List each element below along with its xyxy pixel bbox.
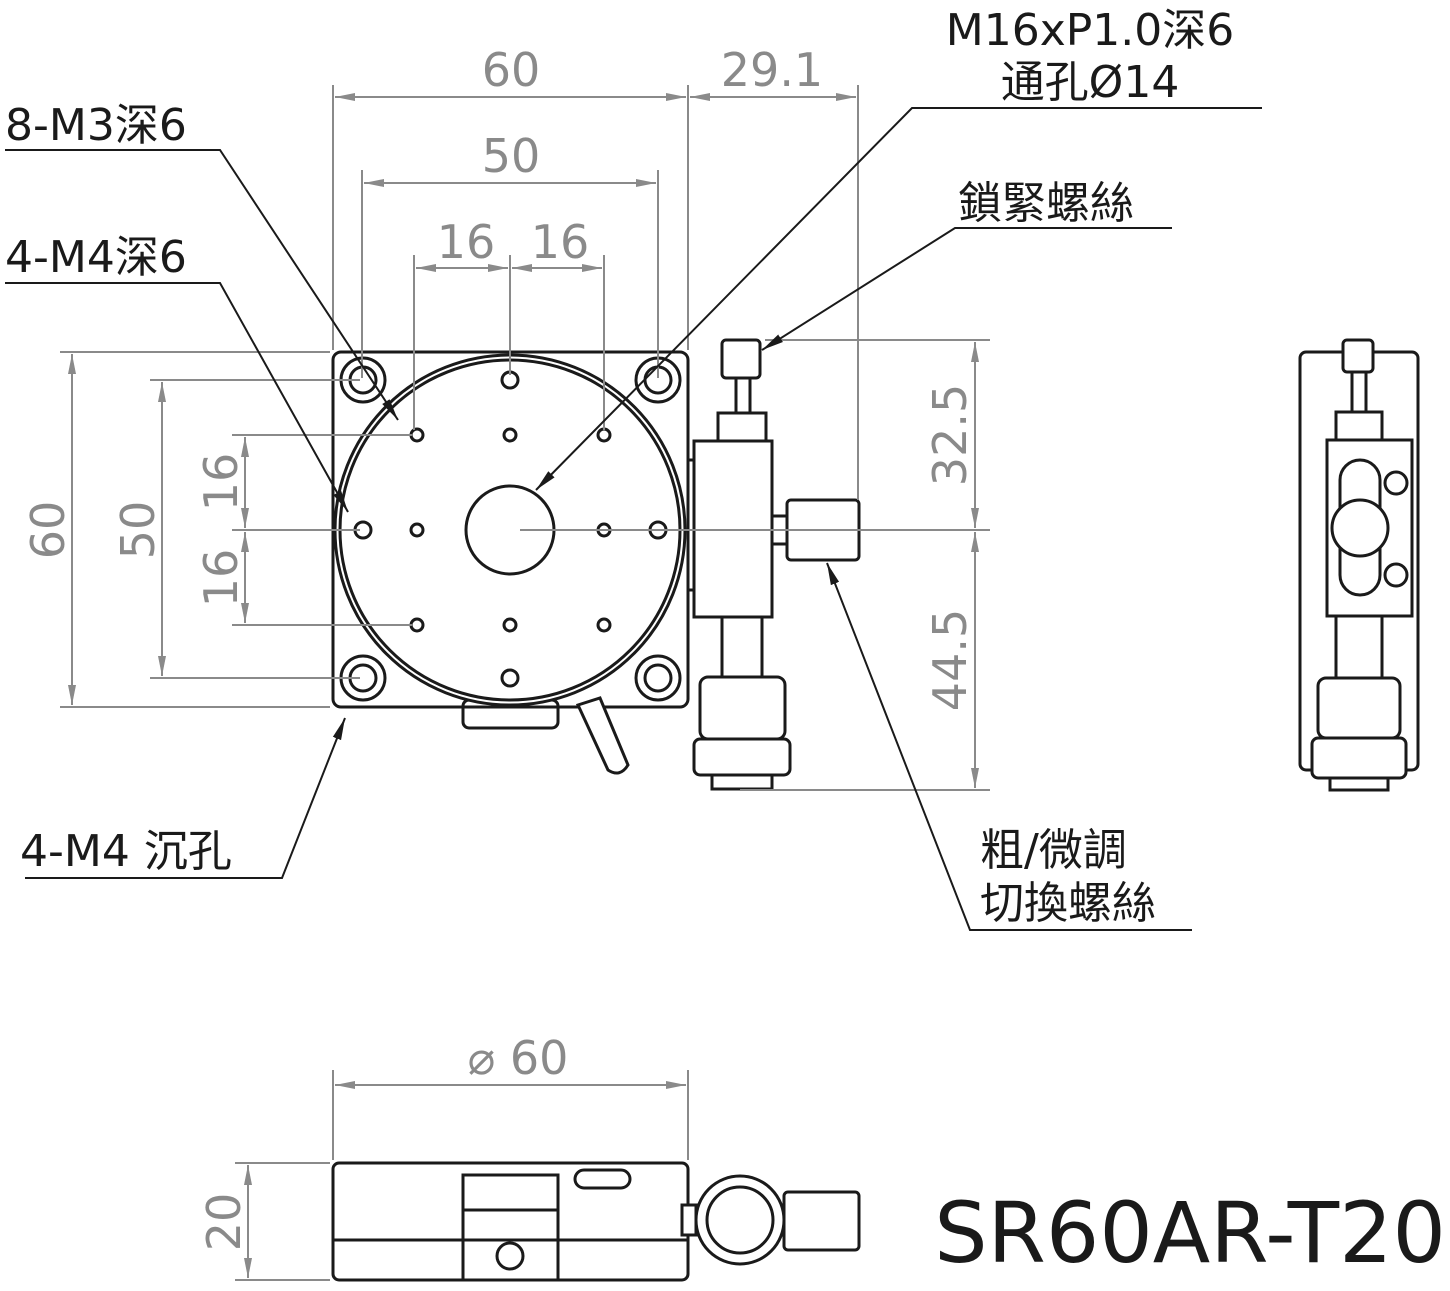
callout-switch-screw-1: 粗/微調 — [980, 825, 1127, 876]
dim-right-lower: 44.5 — [923, 609, 977, 711]
dim-pitch-right: 16 — [531, 215, 590, 269]
lock-lever — [575, 696, 630, 775]
callout-m4-holes: 4-M4深6 — [5, 232, 187, 283]
side-view — [1298, 338, 1420, 792]
dim-pitch-left: 16 — [437, 215, 496, 269]
model-number: SR60AR-T20 — [934, 1184, 1446, 1282]
dim-left-height: 60 — [21, 501, 75, 560]
dim-hole-span: 50 — [482, 129, 541, 183]
dim-right-upper: 32.5 — [923, 384, 977, 486]
top-view — [331, 338, 861, 791]
callout-switch-screw-2: 切換螺絲 — [980, 878, 1156, 929]
callout-center-thread: M16xP1.0深6 — [946, 5, 1235, 56]
dim-diameter: ⌀ 60 — [468, 1031, 569, 1085]
dim-top-width: 60 — [482, 43, 541, 97]
dim-height: 20 — [197, 1193, 251, 1252]
dimension-lines — [60, 85, 990, 1281]
dim-left-hole-span: 50 — [111, 501, 165, 560]
dim-left-pitch-top: 16 — [194, 453, 248, 512]
dim-knob-offset: 29.1 — [721, 43, 823, 97]
micrometer — [686, 338, 861, 791]
front-view — [331, 1161, 861, 1282]
callout-lock-screw: 鎖緊螺絲 — [958, 178, 1134, 229]
callout-center-through-hole: 通孔Ø14 — [1001, 57, 1180, 108]
leader-lines — [5, 107, 1262, 931]
callout-m3-holes: 8-M3深6 — [5, 100, 187, 151]
dim-left-pitch-bottom: 16 — [194, 549, 248, 608]
callout-counterbore: 4-M4 沉孔 — [20, 826, 232, 877]
